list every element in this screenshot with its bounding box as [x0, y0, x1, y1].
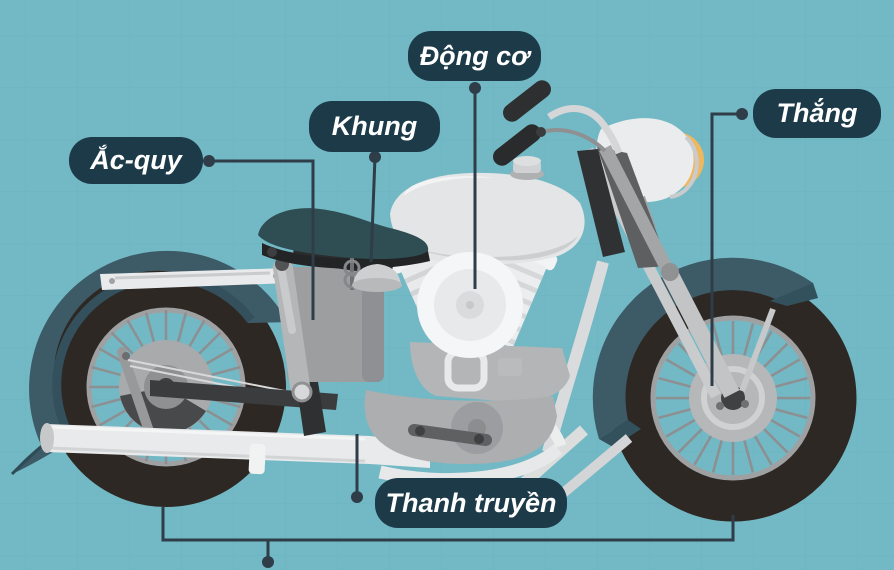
front-fender	[592, 257, 818, 447]
label-engine-text: Động cơ	[419, 40, 530, 71]
shock-absorber	[273, 257, 313, 403]
fender-stay	[739, 307, 776, 393]
clutch-lever-grip	[493, 124, 541, 166]
battery-box	[287, 267, 384, 436]
callout-connectors	[161, 82, 748, 568]
callout-line-engine	[469, 82, 481, 289]
callout-line-battery	[203, 155, 315, 320]
horn-cover	[352, 264, 402, 292]
swingarm	[150, 380, 338, 410]
label-brake: Thắng	[753, 89, 881, 138]
label-frame-text: Khung	[331, 111, 418, 141]
fuel-tank	[390, 156, 585, 265]
label-connecting-rod-text: Thanh truyền	[385, 487, 557, 518]
label-connecting-rod: Thanh truyền	[375, 478, 567, 528]
wheelbase-bracket	[161, 507, 735, 568]
label-battery: Ắc-quy	[69, 137, 203, 184]
exhaust-tip	[40, 423, 54, 453]
callout-line-frame	[369, 151, 381, 263]
gas-cap	[510, 156, 544, 180]
handlebar-grip	[503, 80, 551, 122]
brake-torque-arm	[117, 347, 157, 445]
callout-line-connecting-rod	[351, 434, 363, 503]
handlebar	[493, 80, 623, 166]
headstock-plate	[577, 149, 625, 257]
kick-lever	[408, 424, 492, 446]
label-engine: Động cơ	[408, 31, 541, 81]
callout-line-brake	[710, 108, 748, 386]
front-fork	[577, 145, 740, 399]
gearbox	[364, 390, 557, 464]
label-frame: Khung	[309, 101, 440, 152]
air-cleaner	[417, 252, 523, 358]
front-wheel	[609, 274, 857, 522]
label-battery-text: Ắc-quy	[90, 145, 182, 175]
label-brake-text: Thắng	[776, 98, 858, 128]
